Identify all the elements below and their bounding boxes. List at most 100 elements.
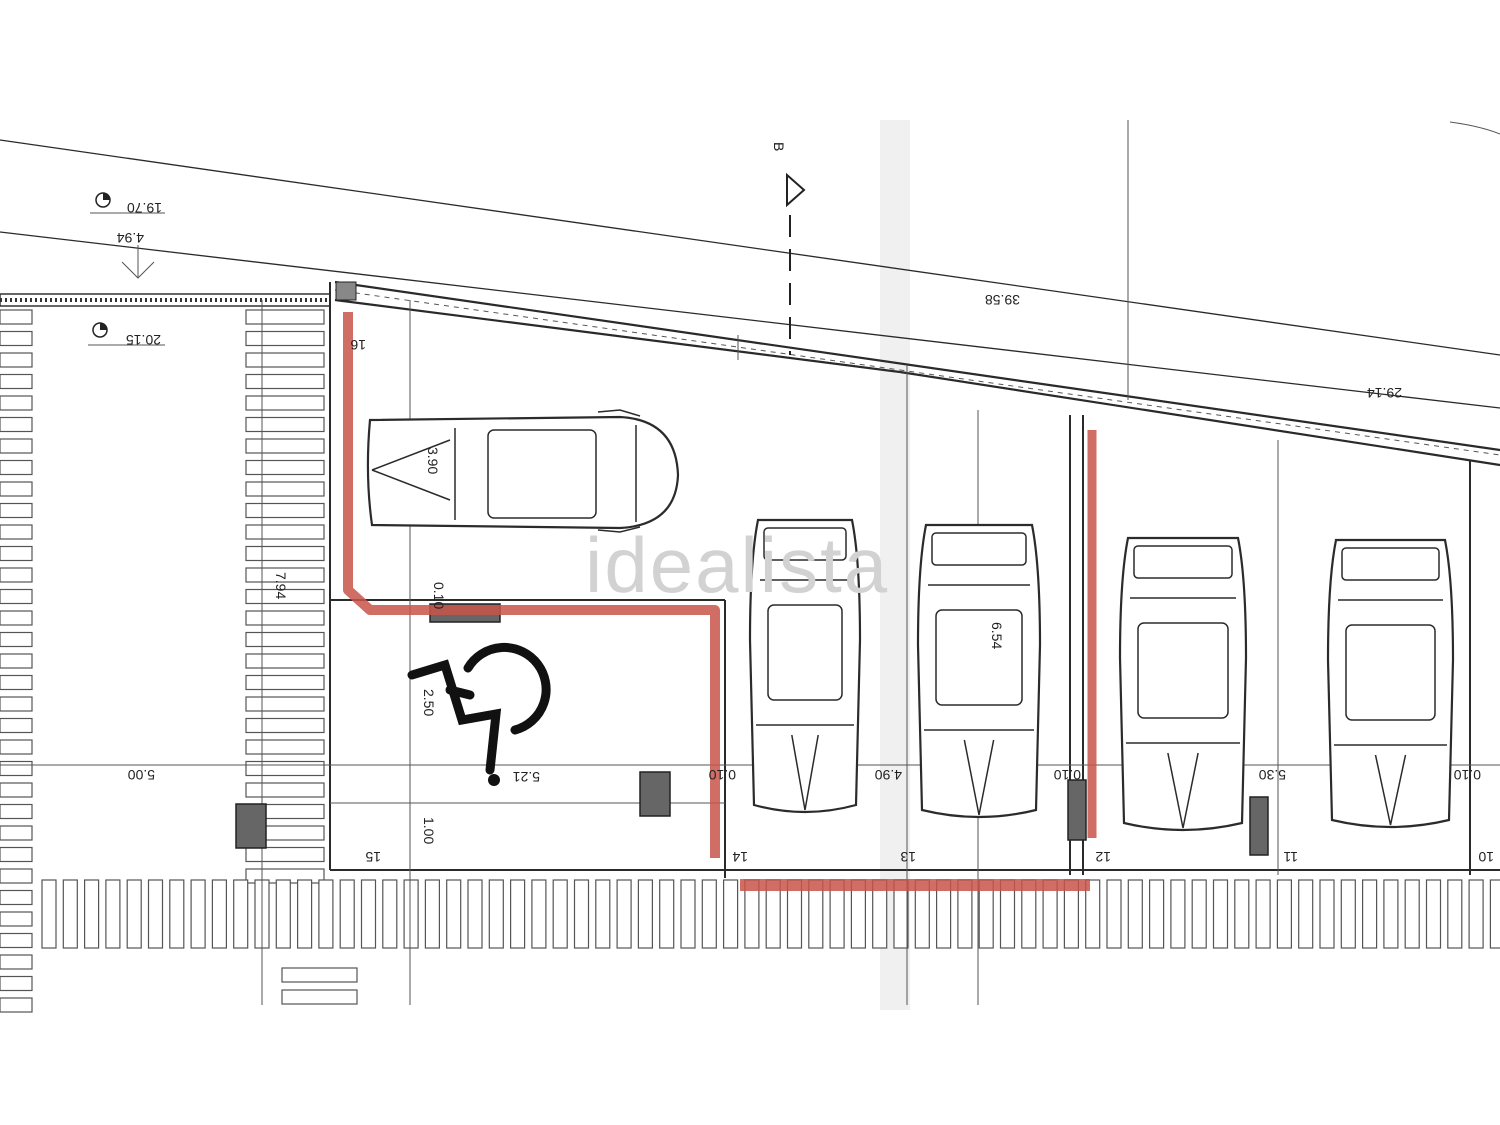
car-vertical-2: [916, 523, 1042, 819]
bottom-stall-row: [41, 879, 1500, 949]
stall-marking: [1191, 879, 1207, 949]
stall-marking: [245, 373, 325, 390]
stall-marking: [1298, 879, 1314, 949]
stall-marking: [360, 879, 377, 949]
stall-marking: [510, 879, 526, 949]
pillar-4: [1249, 796, 1269, 856]
stall-marking: [245, 717, 325, 734]
elevation-marker-top: 19.70: [90, 192, 165, 216]
stall-marking: [245, 739, 325, 755]
stall-marking: [0, 309, 33, 325]
stall-marking: [1489, 879, 1500, 949]
top-wall: [0, 281, 357, 307]
stall-marking: [1404, 879, 1420, 949]
stall-marking: [1276, 879, 1293, 949]
stall-marking: [403, 879, 419, 949]
elevation-label-top: 19.70: [127, 200, 162, 216]
stall-marking: [0, 588, 33, 605]
car-vertical-1: [748, 518, 862, 814]
stall-marking: [446, 879, 462, 949]
stall-marking: [1361, 879, 1378, 949]
stall-marking: [0, 502, 33, 519]
stall-marking: [245, 524, 325, 540]
stall-marking: [1383, 879, 1399, 949]
stall-marking: [1447, 879, 1463, 949]
stall-marking: [0, 696, 33, 712]
stall-marking: [245, 567, 325, 583]
stall-marking: [1425, 879, 1442, 949]
stall-marking: [245, 674, 325, 691]
bay-number-16: 16: [350, 337, 366, 353]
left-stall-column: [0, 309, 33, 1013]
stall-marking: [245, 416, 325, 433]
pillar-2: [639, 771, 671, 817]
stall-marking: [147, 879, 164, 949]
stall-marking: [245, 459, 325, 476]
stall-marking: [0, 610, 33, 626]
stall-marking: [245, 481, 325, 497]
stall-marking: [0, 330, 33, 347]
stall-marking: [637, 879, 654, 949]
stall-marking: [245, 696, 325, 712]
dim-right-edge: 29.14: [1367, 385, 1402, 401]
stall-marking: [0, 954, 33, 970]
pillar-3: [1067, 779, 1087, 841]
bay-number-13: 13: [900, 849, 916, 865]
stall-marking: [0, 932, 33, 949]
section-arrow-icon: [786, 172, 806, 208]
highlighted-unit-boundary: [343, 312, 1097, 891]
stall-marking: [616, 879, 632, 949]
stall-marking: [1234, 879, 1250, 949]
stall-marking: [0, 653, 33, 669]
stall-marking: [552, 879, 568, 949]
stall-marking: [211, 879, 227, 949]
dimension-labels: 39.58 29.14 3.90 7.94 6.54 2.50 5.21 5.0…: [128, 292, 1481, 844]
stall-marking: [245, 631, 325, 648]
stall-marking: [467, 879, 483, 949]
dim-gap-b: 0.10: [1054, 767, 1081, 783]
stall-marking: [245, 760, 325, 777]
elevation-marker-bottom: 20.15: [88, 322, 165, 348]
stall-marking: [126, 879, 142, 949]
stall-marking: [105, 879, 121, 949]
bottom-bar-2: [281, 989, 358, 1005]
dim-gap-c: 0.10: [1454, 767, 1481, 783]
dim-bay-11-width: 5.30: [1259, 767, 1286, 783]
dim-aisle-left: 5.00: [128, 767, 155, 783]
stall-marking: [0, 846, 33, 863]
stall-marking: [275, 879, 291, 949]
stall-marking: [1170, 879, 1186, 949]
stall-marking: [190, 879, 206, 949]
stall-marking: [41, 879, 57, 949]
stall-marking: [0, 975, 33, 992]
stall-marking: [0, 717, 33, 734]
dim-gap-a: 0.10: [709, 767, 736, 783]
dim-accessible-width: 5.21: [513, 769, 540, 785]
dim-bay-13-width: 4.90: [875, 767, 902, 783]
stall-marking: [701, 879, 717, 949]
stall-marking: [1340, 879, 1356, 949]
stall-marking: [1319, 879, 1335, 949]
section-label: B: [771, 142, 787, 151]
stall-marking: [0, 739, 33, 755]
bay-number-12: 12: [1095, 849, 1111, 865]
stall-marking: [83, 879, 100, 949]
dim-lower-depth: 1.00: [421, 817, 437, 844]
stall-marking: [722, 879, 739, 949]
stall-marking: [1255, 879, 1271, 949]
dim-long-edge: 39.58: [985, 292, 1020, 308]
stall-marking: [1468, 879, 1484, 949]
stall-marking: [318, 879, 334, 949]
stall-marking: [0, 567, 33, 583]
car-vertical-4: [1326, 538, 1455, 829]
bottom-bar-1: [281, 967, 358, 983]
dim-car-length: 3.90: [425, 447, 441, 474]
stall-marking: [0, 889, 33, 906]
stall-marking: [245, 438, 325, 454]
stall-marking: [0, 825, 33, 841]
dimension-top-left: 4.94: [117, 230, 155, 279]
stall-marking: [0, 395, 33, 411]
stall-marking: [245, 309, 325, 325]
stall-marking: [1127, 879, 1143, 949]
